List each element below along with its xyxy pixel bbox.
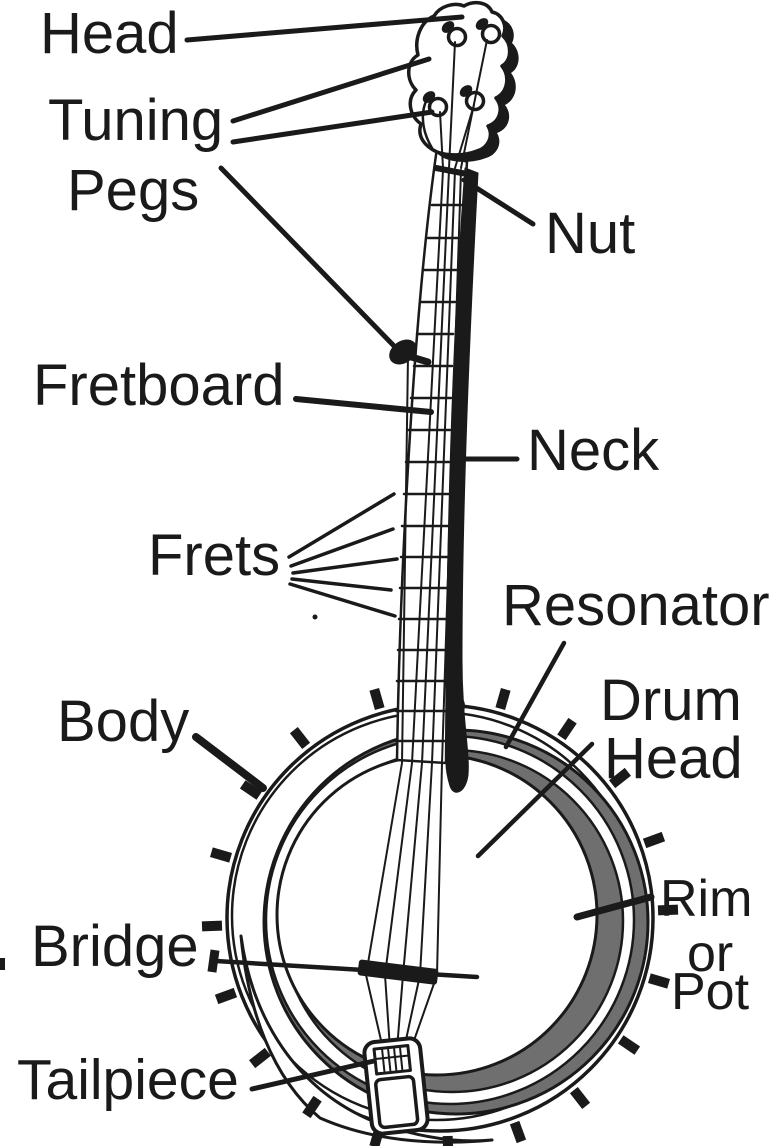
tailpiece-shape (362, 1036, 430, 1136)
frets-leader-line (291, 557, 399, 575)
neck-side-shape (445, 167, 479, 793)
bracket-dash (201, 920, 223, 932)
bracket-dash (289, 727, 311, 749)
head-leader-line (184, 14, 465, 43)
neck-group (394, 146, 479, 793)
leader-lines (184, 14, 655, 1092)
resonator-leader-line (503, 640, 567, 750)
stray-dot (312, 614, 318, 620)
bridge-leader-tick (207, 949, 220, 973)
part-label-or: or (687, 925, 734, 983)
fretboard-leader-line (293, 396, 434, 415)
part-label-tailpiece: Tailpiece (17, 1048, 239, 1112)
drum-head-leader-line (475, 741, 595, 859)
bracket-dash (302, 1095, 322, 1119)
part-label-rim: Rim (660, 870, 753, 928)
bridge-leader-line (213, 958, 480, 980)
bracket-dash (214, 987, 238, 1005)
neck-heel-bump (447, 695, 465, 717)
part-label-tuning: Tuning (48, 88, 224, 153)
bracket-dash (657, 904, 679, 916)
frets-leader-line (287, 492, 396, 559)
bracket-dash (442, 1135, 454, 1146)
rim-leader-line (573, 893, 655, 921)
bracket-dash (648, 973, 670, 989)
part-label-drum-head: Head (604, 726, 743, 791)
bracket-dash (210, 847, 232, 863)
part-label-fretboard: Fretboard (33, 353, 285, 418)
body-group (225, 703, 655, 1144)
bracket-dash (617, 1035, 641, 1055)
bracket-dash (509, 1120, 527, 1144)
string-line (410, 169, 462, 1050)
frets-leader-line (290, 577, 393, 592)
bracket-dashes (201, 688, 679, 1146)
bracket-dash (609, 767, 631, 789)
bracket-dash (369, 688, 385, 710)
bracket-dash (249, 1047, 271, 1069)
bracket-dash (495, 688, 511, 710)
string-line (365, 355, 409, 1050)
string-line (403, 169, 456, 1050)
frets-leader-fan (287, 492, 399, 618)
frets-leader-line (288, 582, 397, 618)
part-label-bridge: Bridge (31, 914, 199, 979)
resonator-edge-crescent (239, 934, 494, 1144)
part-label-neck: Neck (527, 418, 660, 483)
part-label-frets: Frets (148, 523, 281, 588)
string-line (384, 169, 444, 1050)
body-leader-line (192, 733, 267, 792)
part-label-head: Head (40, 1, 179, 66)
part-label-pot: Pot (671, 963, 750, 1021)
headstock-string (439, 111, 444, 169)
bracket-dash (239, 780, 263, 800)
tuning-pegs-leader-line (218, 165, 399, 351)
tuning-pegs-leader-line (230, 109, 435, 145)
tuning-peg-icon (441, 21, 468, 48)
strings-group (365, 39, 488, 1050)
string-line (396, 169, 450, 1050)
bracket-dash (642, 831, 666, 849)
tuning-peg-icon (475, 18, 502, 45)
nut-leader-line (461, 177, 536, 227)
frets-leader-line (289, 527, 395, 568)
headstock-string (460, 39, 488, 169)
part-label-body: Body (57, 689, 190, 754)
edge-speck (0, 958, 5, 970)
bracket-dash (557, 717, 577, 741)
tuning-pegs-leader-line (230, 56, 432, 124)
drum-head-circle (275, 753, 599, 1077)
headstock-string (448, 41, 456, 169)
part-label-nut: Nut (545, 201, 636, 266)
bracket-dash (569, 1087, 591, 1109)
part-label-resonator: Resonator (502, 573, 770, 638)
part-label-drum: Drum (600, 668, 742, 733)
tailpiece-leader-line (249, 1058, 377, 1092)
part-label-pegs: Pegs (67, 158, 200, 223)
